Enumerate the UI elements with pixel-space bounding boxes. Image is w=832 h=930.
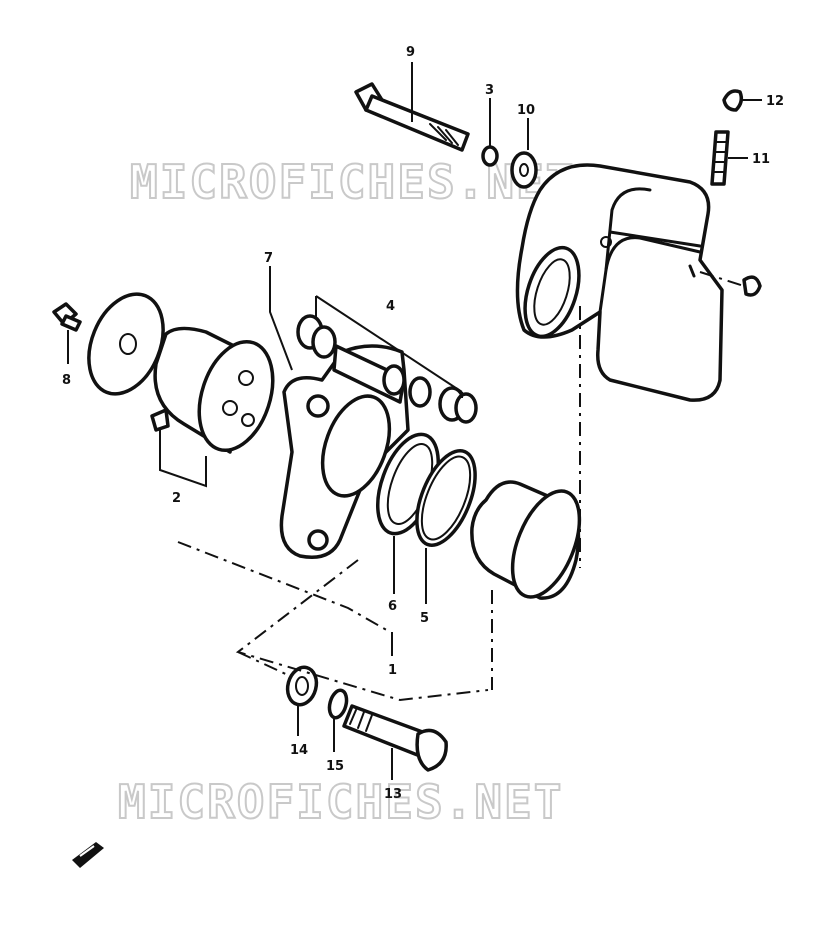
callout-7: 7 bbox=[264, 251, 273, 266]
support-bracket-7 bbox=[279, 344, 410, 559]
callout-15: 15 bbox=[326, 759, 344, 774]
leader-4 bbox=[315, 295, 463, 398]
callout-6: 6 bbox=[388, 599, 397, 614]
callout-11: 11 bbox=[752, 152, 770, 167]
callout-13: 13 bbox=[384, 787, 402, 802]
callout-10: 10 bbox=[517, 103, 535, 118]
bushings-4 bbox=[296, 314, 478, 424]
callout-8: 8 bbox=[62, 373, 71, 388]
callout-3: 3 bbox=[485, 83, 494, 98]
leader-7 bbox=[269, 266, 293, 371]
o-ring-15 bbox=[327, 688, 349, 720]
washer-10 bbox=[510, 151, 538, 189]
callout-14: 14 bbox=[290, 743, 308, 758]
washer-14 bbox=[285, 665, 319, 707]
bleeder-screw-11 bbox=[710, 130, 730, 186]
callout-12: 12 bbox=[766, 94, 784, 109]
leader-2 bbox=[159, 428, 207, 488]
watermark-top: MICROFICHES.NET bbox=[130, 155, 575, 209]
callout-4: 4 bbox=[386, 299, 395, 314]
piston bbox=[470, 480, 582, 600]
bolt-13 bbox=[342, 704, 448, 772]
bolt-9 bbox=[354, 82, 470, 152]
callout-5: 5 bbox=[420, 611, 429, 626]
caliper-body bbox=[515, 163, 762, 402]
front-arrow-icon bbox=[72, 842, 104, 868]
bolt-8 bbox=[52, 302, 82, 332]
watermark-bottom: MICROFICHES.NET bbox=[118, 775, 563, 829]
bleeder-cap-12 bbox=[722, 89, 744, 112]
piston-seal-5 bbox=[415, 449, 477, 547]
callout-2: 2 bbox=[172, 491, 181, 506]
assembly-line-a bbox=[177, 541, 391, 633]
o-ring-3 bbox=[481, 145, 499, 167]
assembly-line-b bbox=[235, 559, 489, 702]
assembly-line-e bbox=[237, 651, 291, 677]
callout-9: 9 bbox=[406, 45, 415, 60]
callout-1: 1 bbox=[388, 663, 397, 678]
piston-housing-2 bbox=[150, 326, 275, 454]
